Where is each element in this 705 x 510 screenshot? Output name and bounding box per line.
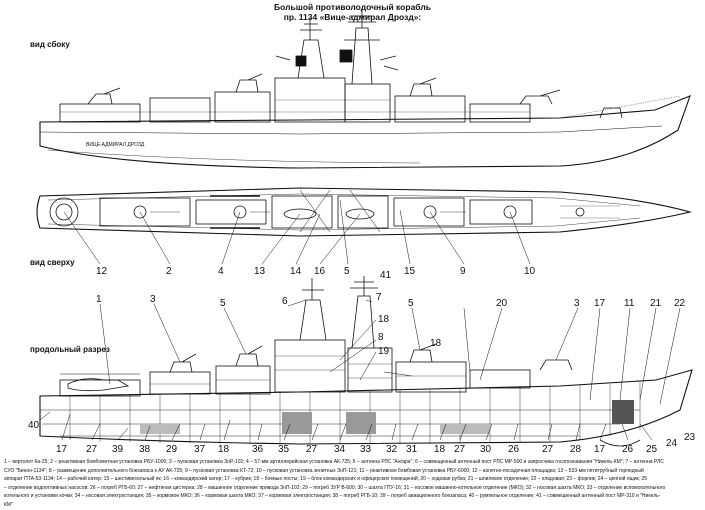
top-view (36, 187, 693, 237)
cut-callout: 27 (454, 444, 466, 455)
cut-callout: 37 (194, 444, 206, 455)
helicopter (67, 378, 130, 392)
top-callout: 2 (166, 266, 172, 277)
cut-callout: 35 (278, 444, 290, 455)
cut-hull (39, 369, 693, 445)
top-callout: 12 (96, 266, 108, 277)
cut-callout: 17 (56, 444, 68, 455)
cutaway-view (39, 276, 693, 447)
drawing-title-line1: Большой противолодочный корабль (274, 2, 431, 12)
cut-callout: 27 (86, 444, 98, 455)
cut-callout: 39 (112, 444, 124, 455)
top-callout: 10 (524, 266, 536, 277)
cut-callout: 31 (406, 444, 418, 455)
cut-callout: 36 (252, 444, 264, 455)
cut-callout: 5 (220, 298, 226, 309)
cut-callout: 7 (376, 292, 382, 303)
cut-callout: 30 (480, 444, 492, 455)
side-fore-mast (351, 27, 373, 85)
legend-line: аппарат ПТА-53-1134; 14 – рабочий катер;… (4, 476, 648, 483)
cut-callout: 19 (378, 346, 390, 357)
hull-name-plate: ВИЦЕ-АДМИРАЛ ДРОЗД (86, 142, 145, 148)
cut-callout-leaders-bottom (39, 411, 653, 441)
cut-callout: 26 (508, 444, 520, 455)
cut-callout: 28 (570, 444, 582, 455)
section-label-side: вид сбоку (30, 40, 70, 49)
cut-callout: 40 (28, 420, 40, 431)
top-callout: 15 (404, 266, 416, 277)
cut-callout: 11 (624, 298, 635, 309)
legend-line: котельного и установки кочки; 34 – носов… (4, 493, 661, 500)
cut-callout: 18 (434, 444, 446, 455)
cut-callout: 8 (378, 332, 384, 343)
cut-callout: 27 (542, 444, 554, 455)
cut-callout: 24 (666, 438, 678, 449)
legend-line: 1 – вертолет Ка-25; 2 – реактивная бомбо… (4, 459, 664, 465)
cut-callout: 3 (150, 294, 156, 305)
cut-callout: 29 (166, 444, 178, 455)
top-callouts: 12 2 4 13 14 16 5 15 9 10 (96, 266, 536, 277)
legend-line: – отделение водоотливных насосов; 26 – п… (4, 484, 666, 491)
legend-line: СУО "Бинон-1134"; 8 – размещение дополни… (4, 467, 644, 474)
cut-callout: 3 (574, 298, 580, 309)
cut-callout: 18 (378, 314, 390, 325)
top-callout-leaders (63, 199, 531, 265)
cut-callouts-top: 41 1 3 5 6 7 18 8 19 5 20 3 17 11 21 22 … (96, 270, 686, 357)
cut-callout-leaders-top (99, 299, 681, 405)
top-callout: 4 (218, 266, 224, 277)
cut-callout: 38 (139, 444, 151, 455)
cut-callout: 22 (674, 298, 686, 309)
cut-callouts-bottom: 40 17 27 39 38 29 37 18 36 35 27 34 33 3… (28, 420, 696, 455)
cut-callout: 6 (282, 296, 288, 307)
top-callout: 13 (254, 266, 266, 277)
cut-callout: 1 (96, 294, 102, 305)
drawing-title-line2: пр. 1134 «Вице-адмирал Дрозд»: (283, 12, 422, 22)
cut-callout: 27 (306, 444, 318, 455)
top-callout: 16 (314, 266, 326, 277)
top-callout: 9 (460, 266, 466, 277)
cut-callout: 34 (334, 444, 346, 455)
top-callout: 14 (290, 266, 302, 277)
side-hull (39, 95, 691, 169)
section-label-cut: продольный разрез (30, 345, 110, 354)
cut-callout: 20 (496, 298, 508, 309)
legend: 1 – вертолет Ка-25; 2 – реактивная бомбо… (4, 458, 701, 510)
cut-callout: 25 (646, 444, 658, 455)
cut-callout: 21 (650, 298, 662, 309)
cut-callout: 26 (622, 444, 634, 455)
cut-callout: 32 (386, 444, 398, 455)
cut-callout: 17 (594, 444, 606, 455)
top-callout: 5 (344, 266, 350, 277)
side-view (39, 10, 691, 169)
cut-callout: 5 (408, 298, 414, 309)
cut-callout: 17 (594, 298, 606, 309)
section-label-top: вид сверху (30, 258, 75, 267)
deck-outline (36, 187, 693, 237)
cut-callout: 41 (380, 270, 392, 281)
cut-callout: 18 (430, 338, 442, 349)
cut-callout: 23 (684, 432, 696, 443)
legend-line: КМ" (4, 501, 13, 508)
cut-callout: 33 (360, 444, 372, 455)
cut-callout: 18 (218, 444, 230, 455)
